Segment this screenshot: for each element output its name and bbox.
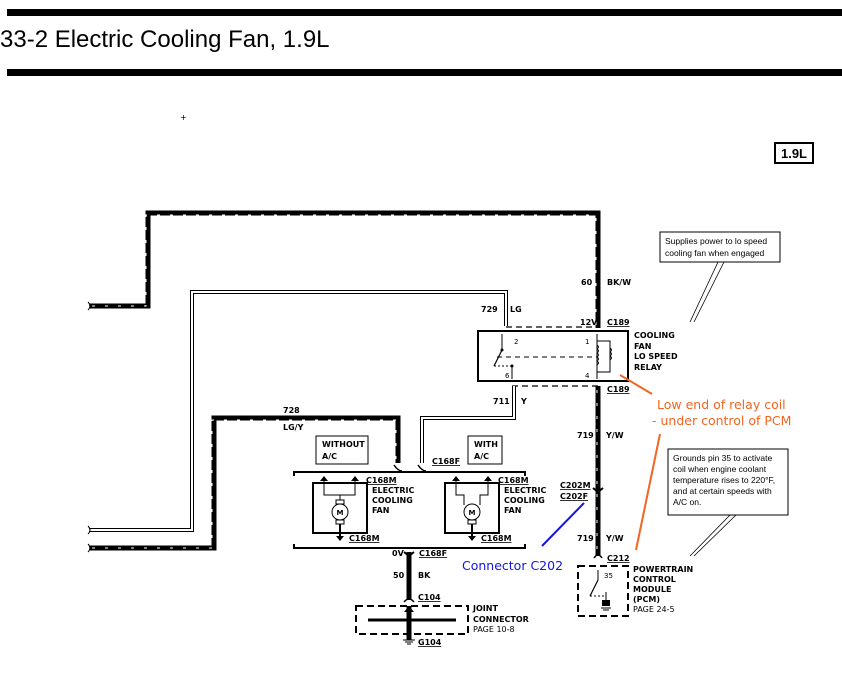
wire-719-yw — [592, 386, 604, 556]
left-fan-label-3: FAN — [372, 506, 389, 515]
with-ac-label-2: A/C — [474, 452, 489, 461]
electric-cooling-fan-left — [312, 476, 368, 541]
pcm-label-3: MODULE — [633, 585, 671, 594]
wire-719-lower-circuit: 719 — [577, 534, 594, 543]
wire-711-circuit: 711 — [493, 397, 510, 406]
wire-719-upper-color: Y/W — [605, 431, 624, 440]
wire-50-circuit: 50 — [393, 571, 405, 580]
wire-719-lower-color: Y/W — [605, 534, 624, 543]
relay-note-line-2: cooling fan when engaged — [665, 248, 765, 258]
fan-assembly-bracket — [293, 464, 526, 549]
powertrain-control-module — [577, 554, 629, 617]
without-ac-label-1: WITHOUT — [322, 440, 365, 449]
pcm-label-4: (PCM) — [633, 595, 660, 604]
without-ac-label-2: A/C — [322, 452, 337, 461]
wire-729-color: LG — [510, 305, 522, 314]
connector-c168m-right-top: C168M — [498, 476, 529, 485]
pcm-note-line-2: coil when engine coolant — [673, 464, 767, 474]
pcm-note-line-1: Grounds pin 35 to activate — [673, 453, 773, 463]
relay-pin-1: 1 — [585, 338, 589, 346]
electric-cooling-fan-right — [444, 476, 500, 541]
motor-symbol-right: M — [469, 509, 476, 517]
left-fan-label-1: ELECTRIC — [372, 486, 414, 495]
connector-c104: C104 — [418, 593, 441, 602]
right-fan-label-2: COOLING — [504, 496, 545, 505]
right-fan-label-1: ELECTRIC — [504, 486, 546, 495]
connector-c202f: C202F — [560, 492, 588, 501]
connector-c168f-top: C168F — [432, 457, 460, 466]
wire-728-color: LG/Y — [283, 423, 304, 432]
connector-c189-top: C189 — [607, 318, 630, 327]
svg-text:1.9L: 1.9L — [781, 146, 807, 161]
orange-annotation-arrow-relay — [619, 374, 653, 395]
without-ac-box — [315, 435, 369, 465]
connector-c168f-bottom: C168F — [419, 549, 447, 558]
relay-label-3: LO SPEED — [634, 352, 678, 361]
ground-g104: G104 — [418, 638, 442, 647]
pcm-note-line-5: A/C on. — [673, 497, 701, 507]
wire-728-circuit: 728 — [283, 406, 300, 415]
relay-pin-4: 4 — [585, 372, 590, 380]
relay-voltage-12v: 12V — [580, 318, 598, 327]
relay-note-callout — [659, 231, 781, 323]
wire-60-color: BK/W — [607, 278, 631, 287]
engine-badge: 1.9L — [774, 142, 814, 164]
connector-c168m-left-top: C168M — [366, 476, 397, 485]
with-ac-box — [467, 435, 503, 465]
relay-label-4: RELAY — [634, 363, 662, 372]
wire-711-color: Y — [520, 397, 527, 406]
wire-50-bk — [403, 551, 415, 603]
wire-711-y — [420, 386, 516, 463]
relay-note-line-1: Supplies power to lo speed — [665, 236, 767, 246]
wire-50-color: BK — [418, 571, 431, 580]
pcm-label-2: CONTROL — [633, 575, 676, 584]
orange-annotation-line-1: Low end of relay coil — [657, 397, 786, 412]
connector-c168m-left-bottom: C168M — [349, 534, 380, 543]
pcm-page-ref[interactable]: PAGE 24-5 — [633, 605, 675, 614]
joint-connector-label-1: JOINT — [472, 604, 498, 613]
joint-connector-label-2: CONNECTOR — [473, 615, 529, 624]
right-fan-label-3: FAN — [504, 506, 521, 515]
pcm-note-callout — [667, 448, 789, 557]
cursor-mark: + — [180, 113, 187, 122]
wire-729-lg — [87, 290, 508, 535]
pcm-pin-35: 35 — [604, 572, 613, 580]
motor-symbol-left: M — [337, 509, 344, 517]
header-rule-bottom — [7, 69, 842, 76]
connector-c212: C212 — [607, 554, 630, 563]
blue-annotation-arrow — [541, 502, 585, 547]
connector-c202m: C202M — [560, 481, 591, 490]
voltage-0v: 0V — [392, 549, 405, 558]
wire-728-lgy — [87, 415, 401, 553]
wire-729-circuit: 729 — [481, 305, 498, 314]
left-fan-label-2: COOLING — [372, 496, 413, 505]
wire-60-bkw — [87, 210, 601, 328]
with-ac-label-1: WITH — [474, 440, 498, 449]
relay-label-1: COOLING — [634, 331, 675, 340]
wire-719-upper-circuit: 719 — [577, 431, 594, 440]
joint-connector — [355, 605, 469, 645]
orange-annotation-line-2: - under control of PCM — [652, 413, 791, 428]
wire-60-circuit: 60 — [581, 278, 593, 287]
relay-pin-6: 6 — [505, 372, 510, 380]
relay-label-2: FAN — [634, 342, 651, 351]
connector-c189-bottom: C189 — [607, 385, 630, 394]
page-title: 33-2 Electric Cooling Fan, 1.9L — [0, 26, 330, 53]
pcm-label-1: POWERTRAIN — [633, 565, 693, 574]
cooling-fan-lo-speed-relay — [477, 330, 629, 382]
pcm-note-line-3: temperature rises to 220°F, — [673, 475, 775, 485]
joint-connector-page-ref[interactable]: PAGE 10-8 — [473, 625, 515, 634]
blue-annotation-label: Connector C202 — [462, 558, 563, 573]
header-rule-top — [7, 9, 842, 16]
orange-annotation-arrow-pcm — [635, 433, 661, 551]
relay-pin-2: 2 — [514, 338, 518, 346]
pcm-note-line-4: and at certain speeds with — [673, 486, 772, 496]
connector-c168m-right-bottom: C168M — [481, 534, 512, 543]
